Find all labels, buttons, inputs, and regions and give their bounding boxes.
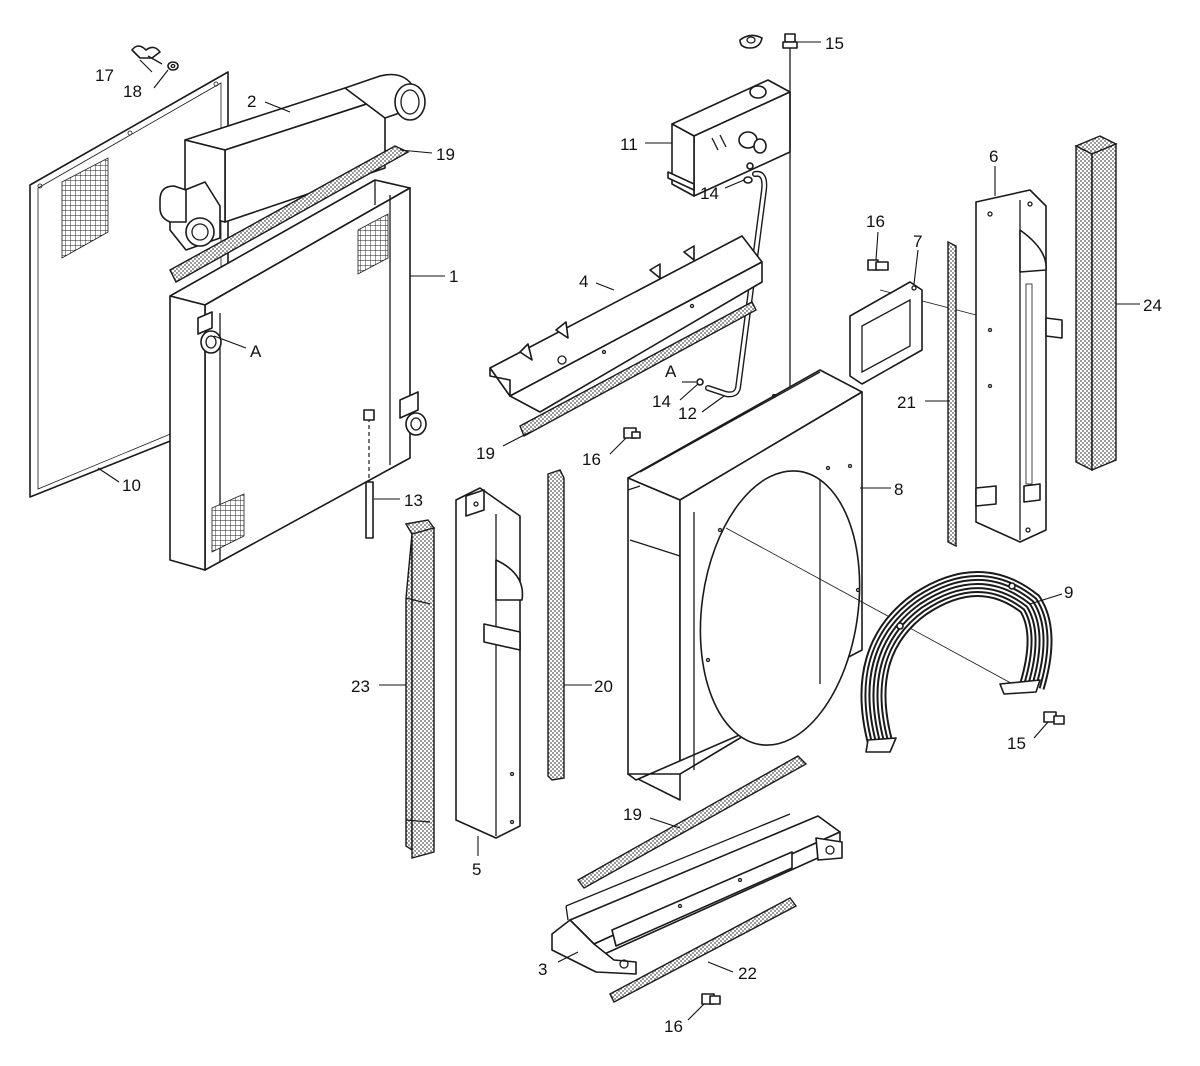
part-3-lower-bracket bbox=[551, 813, 843, 975]
part-19-seal-strip-lower bbox=[576, 755, 808, 889]
part-15-bolt-top bbox=[782, 33, 798, 430]
part-20-seal-strip bbox=[547, 469, 565, 781]
callout-16-right: 16 bbox=[866, 212, 885, 231]
callout-a-radiator: A bbox=[250, 342, 262, 361]
part-19-seal-strip-upper bbox=[169, 145, 410, 283]
callout-19-middle: 19 bbox=[476, 444, 495, 463]
part-19-seal-strip-middle bbox=[519, 301, 757, 437]
part-14-fitting-hose bbox=[696, 378, 704, 386]
callout-9: 9 bbox=[1064, 583, 1073, 602]
callout-a-hose: A bbox=[665, 362, 677, 381]
callout-21: 21 bbox=[897, 393, 916, 412]
part-24-foam-block bbox=[1074, 135, 1118, 472]
callout-16-bottom: 16 bbox=[664, 1017, 683, 1036]
part-17-wing-bolt bbox=[131, 45, 163, 65]
part-11-expansion-tank bbox=[667, 34, 791, 197]
part-16-bolt-middle bbox=[623, 427, 641, 439]
part-5-left-side-panel bbox=[455, 487, 524, 839]
callout-8: 8 bbox=[894, 480, 903, 499]
callout-15-guard: 15 bbox=[1007, 734, 1026, 753]
callout-20: 20 bbox=[594, 677, 613, 696]
callout-7: 7 bbox=[913, 232, 922, 251]
part-22-seal-strip bbox=[609, 897, 798, 1003]
callout-23: 23 bbox=[351, 677, 370, 696]
part-15-bolt-guard bbox=[1043, 711, 1065, 725]
part-14-fitting-tank bbox=[743, 176, 753, 184]
callout-4: 4 bbox=[579, 272, 588, 291]
callout-13: 13 bbox=[404, 491, 423, 510]
callout-11: 11 bbox=[620, 135, 638, 154]
callout-6: 6 bbox=[989, 147, 998, 166]
part-13-drain-tube bbox=[363, 409, 375, 539]
part-21-seal-strip bbox=[947, 240, 957, 548]
callout-17: 17 bbox=[95, 66, 114, 85]
part-6-right-side-panel bbox=[975, 189, 1063, 543]
callout-24: 24 bbox=[1143, 296, 1162, 315]
part-7-gasket-plate bbox=[849, 281, 923, 385]
callout-19-top: 19 bbox=[436, 145, 455, 164]
callout-12: 12 bbox=[678, 404, 697, 423]
leader-lines bbox=[97, 41, 1140, 1021]
callout-labels: 1 2 19 17 18 A 10 13 15 11 14 4 A 14 12 … bbox=[95, 34, 1162, 1036]
part-8-fan-shroud bbox=[627, 369, 863, 801]
callout-2: 2 bbox=[247, 92, 256, 111]
part-2-charge-air-cooler bbox=[159, 73, 426, 251]
part-1-radiator-core bbox=[169, 179, 427, 571]
part-23-foam-block bbox=[404, 519, 436, 859]
part-18-washer bbox=[167, 61, 179, 71]
callout-5: 5 bbox=[472, 860, 481, 879]
callout-22: 22 bbox=[738, 964, 757, 983]
callout-18: 18 bbox=[123, 82, 142, 101]
part-9-fan-guard bbox=[860, 571, 1053, 753]
part-4-upper-bracket bbox=[489, 235, 763, 413]
callout-14-hose: 14 bbox=[652, 392, 671, 411]
callout-14-tank: 14 bbox=[700, 184, 719, 203]
callout-15-top: 15 bbox=[825, 34, 844, 53]
callout-3: 3 bbox=[538, 960, 547, 979]
callout-10: 10 bbox=[122, 476, 141, 495]
part-12-hose bbox=[705, 170, 768, 398]
part-16-bolt-bottom bbox=[701, 993, 721, 1005]
callout-19-lower: 19 bbox=[623, 805, 642, 824]
part-16-bolt-right bbox=[867, 259, 889, 271]
callout-16-middle: 16 bbox=[582, 450, 601, 469]
callout-1: 1 bbox=[449, 267, 458, 286]
